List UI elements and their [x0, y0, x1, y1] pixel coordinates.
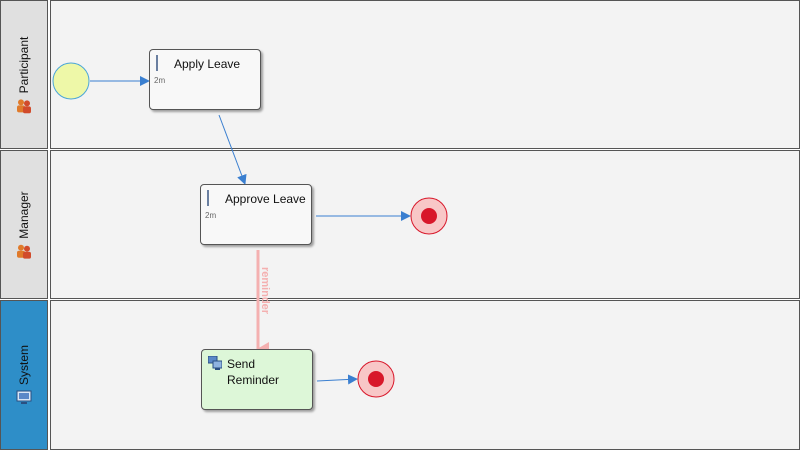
task-duration: 2m — [154, 76, 166, 85]
lane-header-manager[interactable]: Manager — [0, 150, 48, 299]
document-icon — [156, 55, 168, 71]
task-label-line1: Send — [227, 357, 256, 371]
flow-reminder-to-end[interactable] — [316, 374, 358, 385]
participant-icon — [16, 242, 32, 259]
start-event[interactable] — [52, 62, 90, 100]
flow-apply-to-approve[interactable] — [218, 114, 247, 185]
lane-body-system[interactable] — [50, 300, 800, 450]
task-label-line2: Reminder — [227, 373, 280, 387]
end-event-system[interactable] — [357, 360, 395, 398]
task-apply-leave[interactable]: Apply Leave 2m — [149, 49, 261, 110]
task-send-reminder[interactable]: Send Reminder — [201, 349, 313, 410]
lane-manager: Manager — [0, 150, 800, 299]
system-task-icon — [207, 355, 223, 370]
lane-system: System — [0, 300, 800, 450]
lane-body-manager[interactable] — [50, 150, 800, 299]
task-approve-leave[interactable]: Approve Leave 2m — [200, 184, 312, 245]
task-label: Send Reminder — [227, 356, 279, 388]
system-icon — [16, 389, 32, 405]
reminder-label: reminder — [259, 267, 271, 315]
participant-icon — [16, 97, 32, 113]
task-duration: 2m — [205, 211, 217, 220]
document-icon — [207, 190, 219, 206]
task-label: Approve Leave — [225, 192, 306, 206]
task-label: Apply Leave — [174, 57, 241, 71]
lane-header-participant[interactable]: Participant — [0, 0, 48, 149]
lane-header-system[interactable]: System — [0, 300, 48, 450]
end-event-manager[interactable] — [410, 197, 448, 235]
